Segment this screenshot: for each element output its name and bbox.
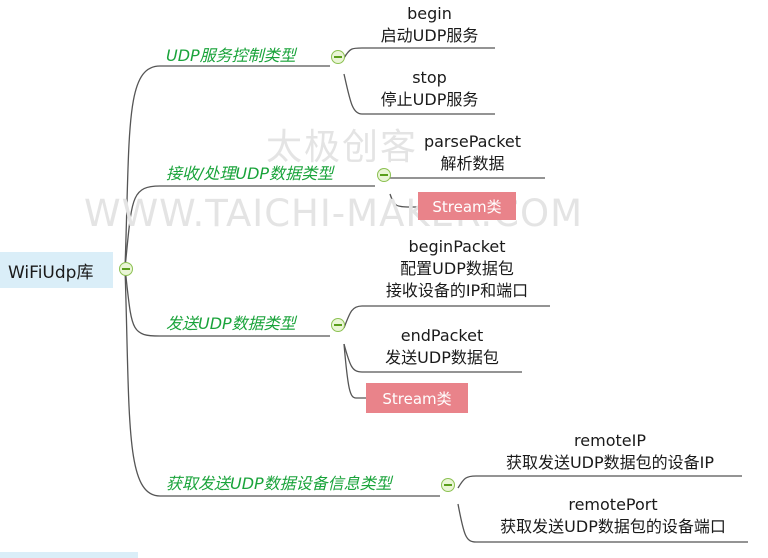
connector-cat1-stop [343, 73, 495, 115]
stream-class-tag[interactable]: Stream类 [366, 383, 468, 413]
connector-cat4-ip [457, 475, 742, 489]
connector-cat2-tag [389, 193, 418, 208]
root-collapse-icon[interactable] [119, 262, 133, 276]
node-desc: 启动UDP服务 [380, 26, 479, 45]
collapse-icon[interactable] [331, 50, 345, 64]
collapse-icon[interactable] [331, 318, 345, 332]
node-desc: 获取发送UDP数据包的设备端口 [500, 517, 726, 536]
node-title: begin [407, 4, 452, 23]
node-title: remoteIP [574, 431, 646, 450]
node-endPacket[interactable]: endPacket 发送UDP数据包 [362, 325, 522, 369]
category-sender-info[interactable]: 获取发送UDP数据设备信息类型 [166, 474, 392, 493]
node-title: stop [412, 68, 447, 87]
collapse-icon[interactable] [441, 478, 455, 492]
node-desc: 获取发送UDP数据包的设备IP [505, 453, 715, 472]
node-begin[interactable]: begin 启动UDP服务 [362, 3, 497, 47]
node-beginPacket[interactable]: beginPacket 配置UDP数据包 接收设备的IP和端口 [362, 236, 552, 302]
node-desc: 停止UDP服务 [380, 90, 479, 109]
root-label: WiFiUdp库 [8, 262, 94, 283]
node-title: remotePort [568, 495, 658, 514]
connector-cat1-begin [343, 47, 495, 59]
node-desc: 发送UDP数据包 [385, 348, 499, 367]
node-title: endPacket [400, 326, 484, 345]
collapse-icon[interactable] [377, 168, 391, 182]
category-receive-process[interactable]: 接收/处理UDP数据类型 [166, 164, 334, 183]
node-desc-2: 接收设备的IP和端口 [385, 281, 529, 300]
root-node-partial [0, 552, 138, 558]
node-remotePort[interactable]: remotePort 获取发送UDP数据包的设备端口 [476, 494, 750, 538]
node-parsePacket[interactable]: parsePacket 解析数据 [400, 131, 545, 175]
root-node[interactable]: WiFiUdp库 [0, 252, 113, 288]
node-title: beginPacket [408, 237, 506, 256]
connector-root-cat2 [124, 185, 375, 269]
stream-class-tag[interactable]: Stream类 [418, 192, 516, 220]
node-desc: 配置UDP数据包 [400, 259, 514, 278]
node-title: parsePacket [423, 132, 522, 151]
connector-cat3-end [343, 343, 522, 373]
connector-root-cat1 [124, 65, 330, 269]
connector-cat4-port [457, 503, 748, 543]
connector-cat3-begin [343, 305, 550, 329]
connector-cat3-tag [343, 343, 366, 399]
category-send[interactable]: 发送UDP数据类型 [166, 314, 296, 333]
node-desc: 解析数据 [440, 154, 505, 173]
node-remoteIP[interactable]: remoteIP 获取发送UDP数据包的设备IP [476, 430, 744, 474]
category-udp-service-control[interactable]: UDP服务控制类型 [166, 46, 296, 65]
connector-root-cat3 [124, 267, 330, 337]
connector-root-cat4 [124, 267, 440, 497]
node-stop[interactable]: stop 停止UDP服务 [362, 67, 497, 111]
